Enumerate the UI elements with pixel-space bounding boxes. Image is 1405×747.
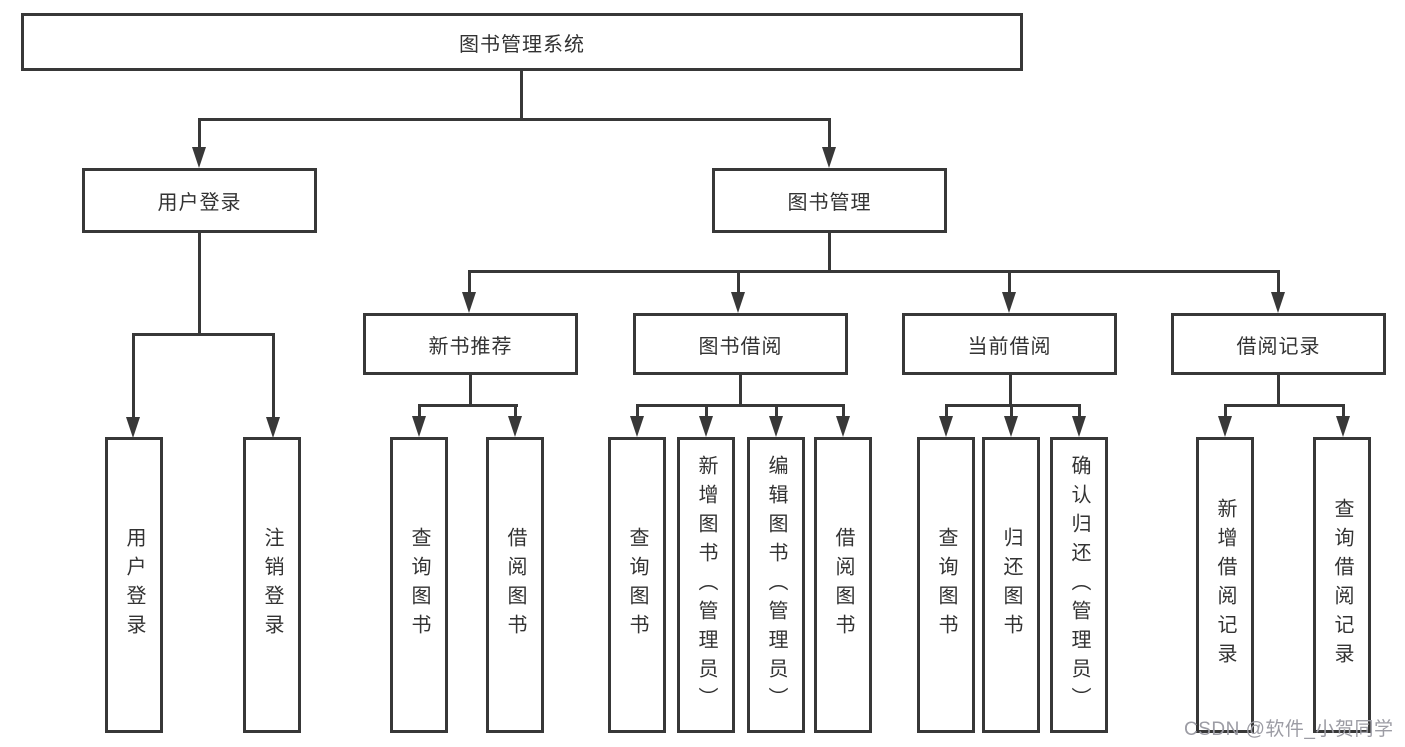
node-leaf-query-books-recommend: 查询图书	[390, 437, 448, 733]
node-book-borrowing: 图书借阅	[633, 313, 848, 375]
node-current-borrowing: 当前借阅	[902, 313, 1117, 375]
connector-recommend-drop	[469, 373, 472, 407]
connector-borrowing-drop	[739, 373, 742, 407]
node-user-login: 用户登录	[82, 168, 317, 233]
connector-leaf-drop	[1078, 404, 1081, 418]
arrow-down-icon	[630, 416, 644, 437]
arrow-down-icon	[462, 292, 476, 313]
node-leaf-add-borrow-record: 新增借阅记录	[1196, 437, 1254, 733]
connector-records-rail	[1224, 404, 1345, 407]
arrow-down-icon	[266, 417, 280, 438]
arrow-down-icon	[1002, 292, 1016, 313]
connector-leaf-drop	[705, 404, 708, 418]
connector-to-new-book-recommend	[468, 270, 471, 293]
connector-to-leaf-logout	[272, 333, 275, 419]
arrow-down-icon	[822, 147, 836, 168]
arrow-down-icon	[1072, 416, 1086, 437]
node-leaf-query-books-borrowing: 查询图书	[608, 437, 666, 733]
connector-leaf-drop	[945, 404, 948, 418]
watermark: CSDN @软件_小贺同学	[1184, 719, 1394, 740]
connector-user-login-drop	[198, 231, 201, 336]
connector-leaf-drop	[842, 404, 845, 418]
arrow-down-icon	[412, 416, 426, 437]
arrow-down-icon	[1004, 416, 1018, 437]
connector-level3-rail	[468, 270, 1280, 273]
node-leaf-logout: 注销登录	[243, 437, 301, 733]
arrow-down-icon	[769, 416, 783, 437]
connector-root-drop	[520, 68, 523, 120]
node-borrow-records: 借阅记录	[1171, 313, 1386, 375]
arrow-down-icon	[126, 417, 140, 438]
node-library-management-system: 图书管理系统	[21, 13, 1023, 71]
node-leaf-return-book: 归还图书	[982, 437, 1040, 733]
arrow-down-icon	[1336, 416, 1350, 437]
connector-recommend-rail	[418, 404, 518, 407]
arrow-down-icon	[731, 292, 745, 313]
connector-leaf-drop	[636, 404, 639, 418]
connector-to-user-login	[198, 118, 201, 150]
connector-to-current-borrowing	[1008, 270, 1011, 293]
arrow-down-icon	[1271, 292, 1285, 313]
connector-leaf-drop	[775, 404, 778, 418]
connector-book-management-drop	[828, 231, 831, 273]
connector-leaf-drop	[1010, 404, 1013, 418]
connector-to-book-management	[828, 118, 831, 150]
connector-level2-rail	[198, 118, 830, 121]
node-new-book-recommend: 新书推荐	[363, 313, 578, 375]
arrow-down-icon	[508, 416, 522, 437]
connector-current-drop	[1009, 373, 1012, 407]
node-leaf-edit-book-admin: 编辑图书（管理员）	[747, 437, 805, 733]
connector-to-leaf-user-login	[132, 333, 135, 419]
arrow-down-icon	[836, 416, 850, 437]
node-leaf-add-book-admin: 新增图书（管理员）	[677, 437, 735, 733]
connector-leaf-drop	[1342, 404, 1345, 418]
node-leaf-confirm-return-admin: 确认归还（管理员）	[1050, 437, 1108, 733]
node-leaf-borrow-book: 借阅图书	[814, 437, 872, 733]
arrow-down-icon	[939, 416, 953, 437]
node-book-management: 图书管理	[712, 168, 947, 233]
arrow-down-icon	[1218, 416, 1232, 437]
node-leaf-borrow-book-recommend: 借阅图书	[486, 437, 544, 733]
connector-leaf-drop	[514, 404, 517, 418]
connector-records-drop	[1277, 373, 1280, 407]
node-leaf-user-login: 用户登录	[105, 437, 163, 733]
node-leaf-query-books-current: 查询图书	[917, 437, 975, 733]
arrow-down-icon	[699, 416, 713, 437]
connector-to-borrow-records	[1277, 270, 1280, 293]
connector-user-login-rail	[132, 333, 275, 336]
connector-to-book-borrowing	[737, 270, 740, 293]
connector-leaf-drop	[1224, 404, 1227, 418]
connector-leaf-drop	[418, 404, 421, 418]
connector-current-rail	[945, 404, 1081, 407]
arrow-down-icon	[192, 147, 206, 168]
node-leaf-query-borrow-record: 查询借阅记录	[1313, 437, 1371, 733]
connector-borrowing-rail	[636, 404, 845, 407]
